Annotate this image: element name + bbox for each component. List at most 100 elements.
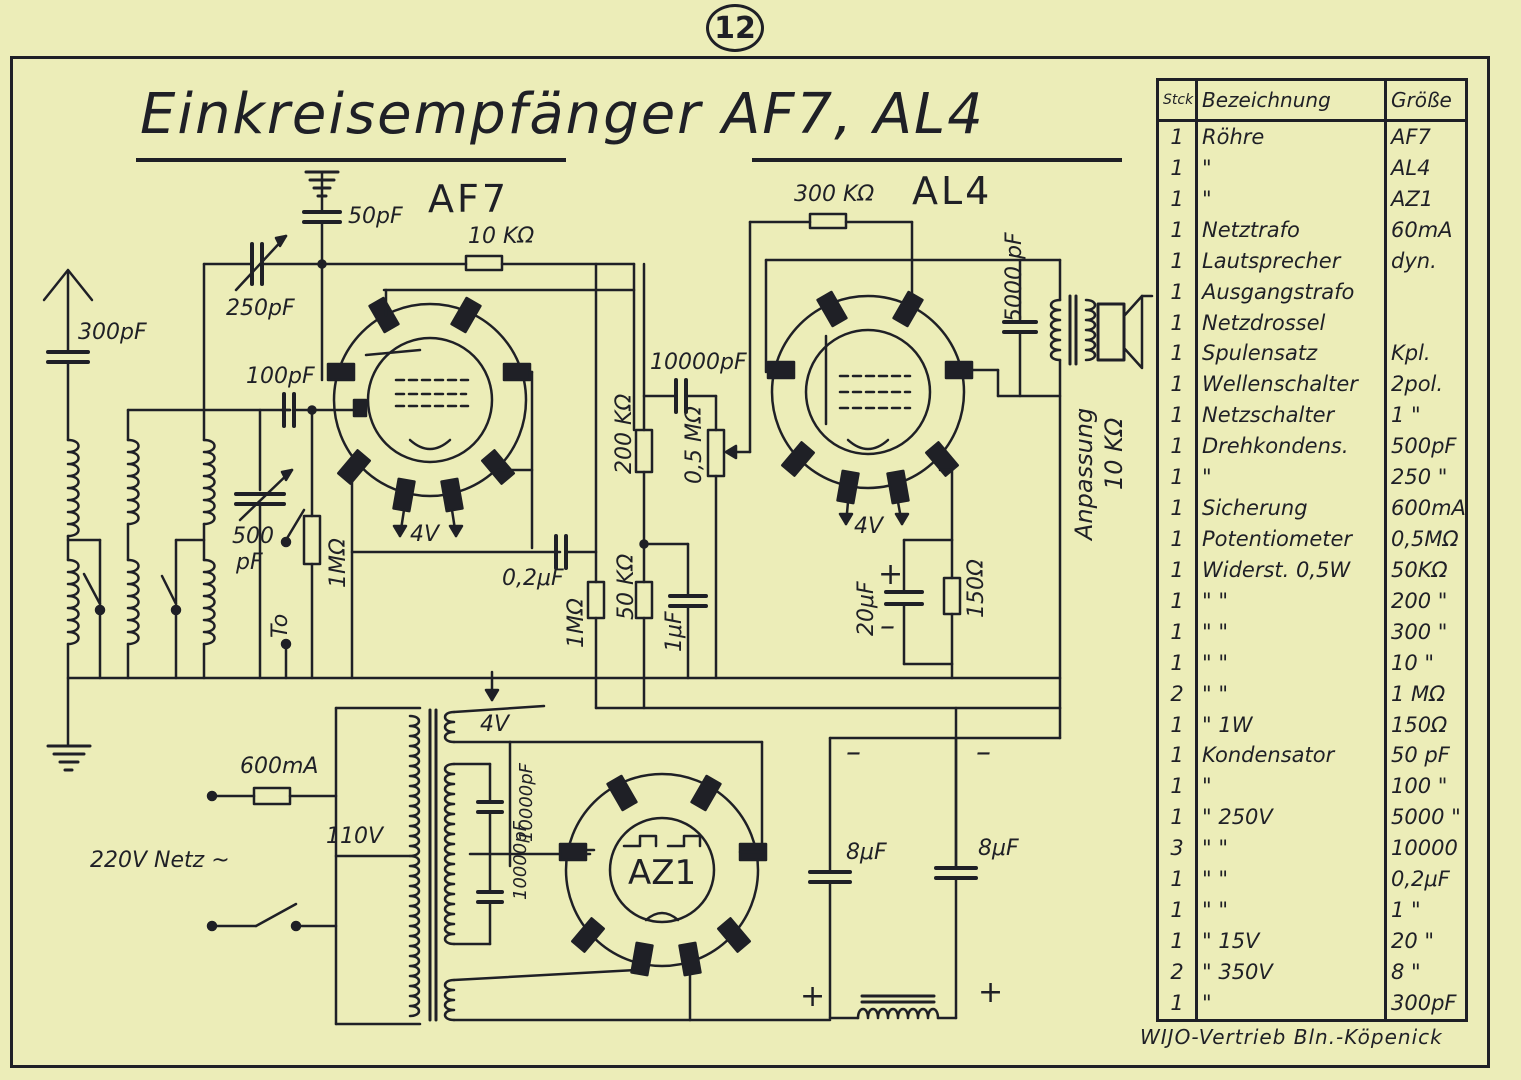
part-size: 1 MΩ [1391, 681, 1446, 706]
label-8uf-b: 8μF [978, 836, 1019, 861]
part-name: " " [1196, 616, 1387, 648]
label-plus-a: + [800, 979, 826, 1014]
tube-al4-label: AL4 [912, 169, 993, 213]
label-50pf: 50pF [348, 204, 403, 229]
table-row: 1" "200 " [1159, 585, 1465, 617]
part-qty: 1 [1159, 307, 1198, 339]
part-size: 8 " [1391, 959, 1421, 984]
label-plus-20uf: + [878, 557, 904, 592]
part-size: 10000 " [1391, 836, 1465, 861]
label-100pf: 100pF [246, 364, 315, 389]
label-mains: 220V Netz ~ [90, 848, 230, 873]
part-name: " [1196, 152, 1387, 184]
label-minus-b: – [976, 735, 991, 770]
label-300k: 300 KΩ [794, 182, 875, 207]
tube-af7 [326, 296, 532, 513]
table-row: 1" "0,2μF [1159, 864, 1465, 896]
part-qty: 1 [1159, 585, 1198, 617]
part-qty: 1 [1159, 616, 1198, 648]
ht-secondary [443, 762, 456, 946]
label-plus-b: + [978, 975, 1004, 1010]
part-size: 50KΩ [1391, 557, 1448, 582]
part-name: Netzdrossel [1196, 307, 1387, 339]
part-name: Netzschalter [1196, 400, 1387, 432]
antenna-capacitor [46, 350, 90, 364]
tube-az1-label: AZ1 [628, 853, 697, 893]
part-size: 100 " [1391, 774, 1448, 799]
part-size: Kpl. [1391, 341, 1431, 366]
part-name: " " [1196, 833, 1387, 865]
label-anpassung-value: 10 KΩ [1100, 417, 1128, 490]
label-50k: 50 KΩ [614, 553, 639, 620]
header-name: Bezeichnung [1196, 81, 1387, 122]
part-size: 150Ω [1391, 712, 1448, 737]
part-name: " 350V [1196, 956, 1387, 988]
label-110v: 110V [326, 824, 384, 849]
part-size: 10 " [1391, 650, 1435, 675]
label-20uf: 20μF [854, 581, 879, 636]
part-qty: 1 [1159, 524, 1198, 555]
part-qty: 1 [1159, 987, 1198, 1019]
label-500pf-a: 500 [232, 524, 274, 549]
part-size: 200 " [1391, 588, 1448, 613]
speaker-icon [1096, 294, 1154, 370]
part-name: " " [1196, 678, 1387, 710]
label-10000pf-b: 10000pF [516, 762, 537, 842]
part-size: 250 " [1391, 465, 1448, 490]
table-row: 1" "300 " [1159, 616, 1465, 648]
publisher-footer: WIJO-Vertrieb Bln.-Köpenick [1140, 1025, 1443, 1049]
part-qty: 2 [1159, 956, 1198, 988]
part-qty: 2 [1159, 678, 1198, 710]
part-name: Spulensatz [1196, 338, 1387, 370]
label-4v-al4: 4V [854, 514, 884, 539]
part-name: Sicherung [1196, 493, 1387, 525]
part-size: 0,2μF [1391, 867, 1450, 892]
part-size: 300 " [1391, 619, 1448, 644]
part-qty: 1 [1159, 369, 1198, 401]
label-4v-transformer: 4V [480, 712, 510, 737]
part-name: Ausgangstrafo [1196, 276, 1387, 308]
part-qty: 1 [1159, 183, 1198, 215]
part-qty: 1 [1159, 771, 1198, 803]
page-number: 12 [706, 4, 764, 52]
reaction-coil [202, 438, 216, 526]
part-name: " 15V [1196, 926, 1387, 957]
label-fuse-600ma: 600mA [240, 754, 319, 779]
part-name: " [1196, 183, 1387, 215]
part-qty: 1 [1159, 709, 1198, 741]
label-1uf: 1μF [662, 611, 687, 652]
table-row: 1"300pF [1159, 987, 1465, 1019]
part-qty: 1 [1159, 864, 1198, 896]
part-name: " " [1196, 585, 1387, 617]
tube-az1 [558, 772, 768, 977]
part-name: " " [1196, 647, 1387, 679]
part-qty: 1 [1159, 276, 1198, 308]
part-size [1386, 277, 1466, 308]
antenna-coil-2 [66, 558, 80, 646]
part-qty: 1 [1159, 245, 1198, 277]
part-name: " [1196, 987, 1387, 1019]
label-200k: 200 KΩ [612, 393, 637, 474]
drawing-frame [10, 56, 1490, 1068]
part-size: 50 pF [1391, 743, 1450, 768]
part-size: AF7 [1391, 124, 1431, 149]
label-5000pf: 5000 pF [1002, 232, 1027, 322]
part-name: Kondensator [1196, 740, 1387, 772]
label-250pf: 250pF [226, 296, 295, 321]
tube-al4 [766, 290, 974, 505]
mains-choke [856, 1007, 940, 1020]
label-10k: 10 KΩ [468, 224, 535, 249]
